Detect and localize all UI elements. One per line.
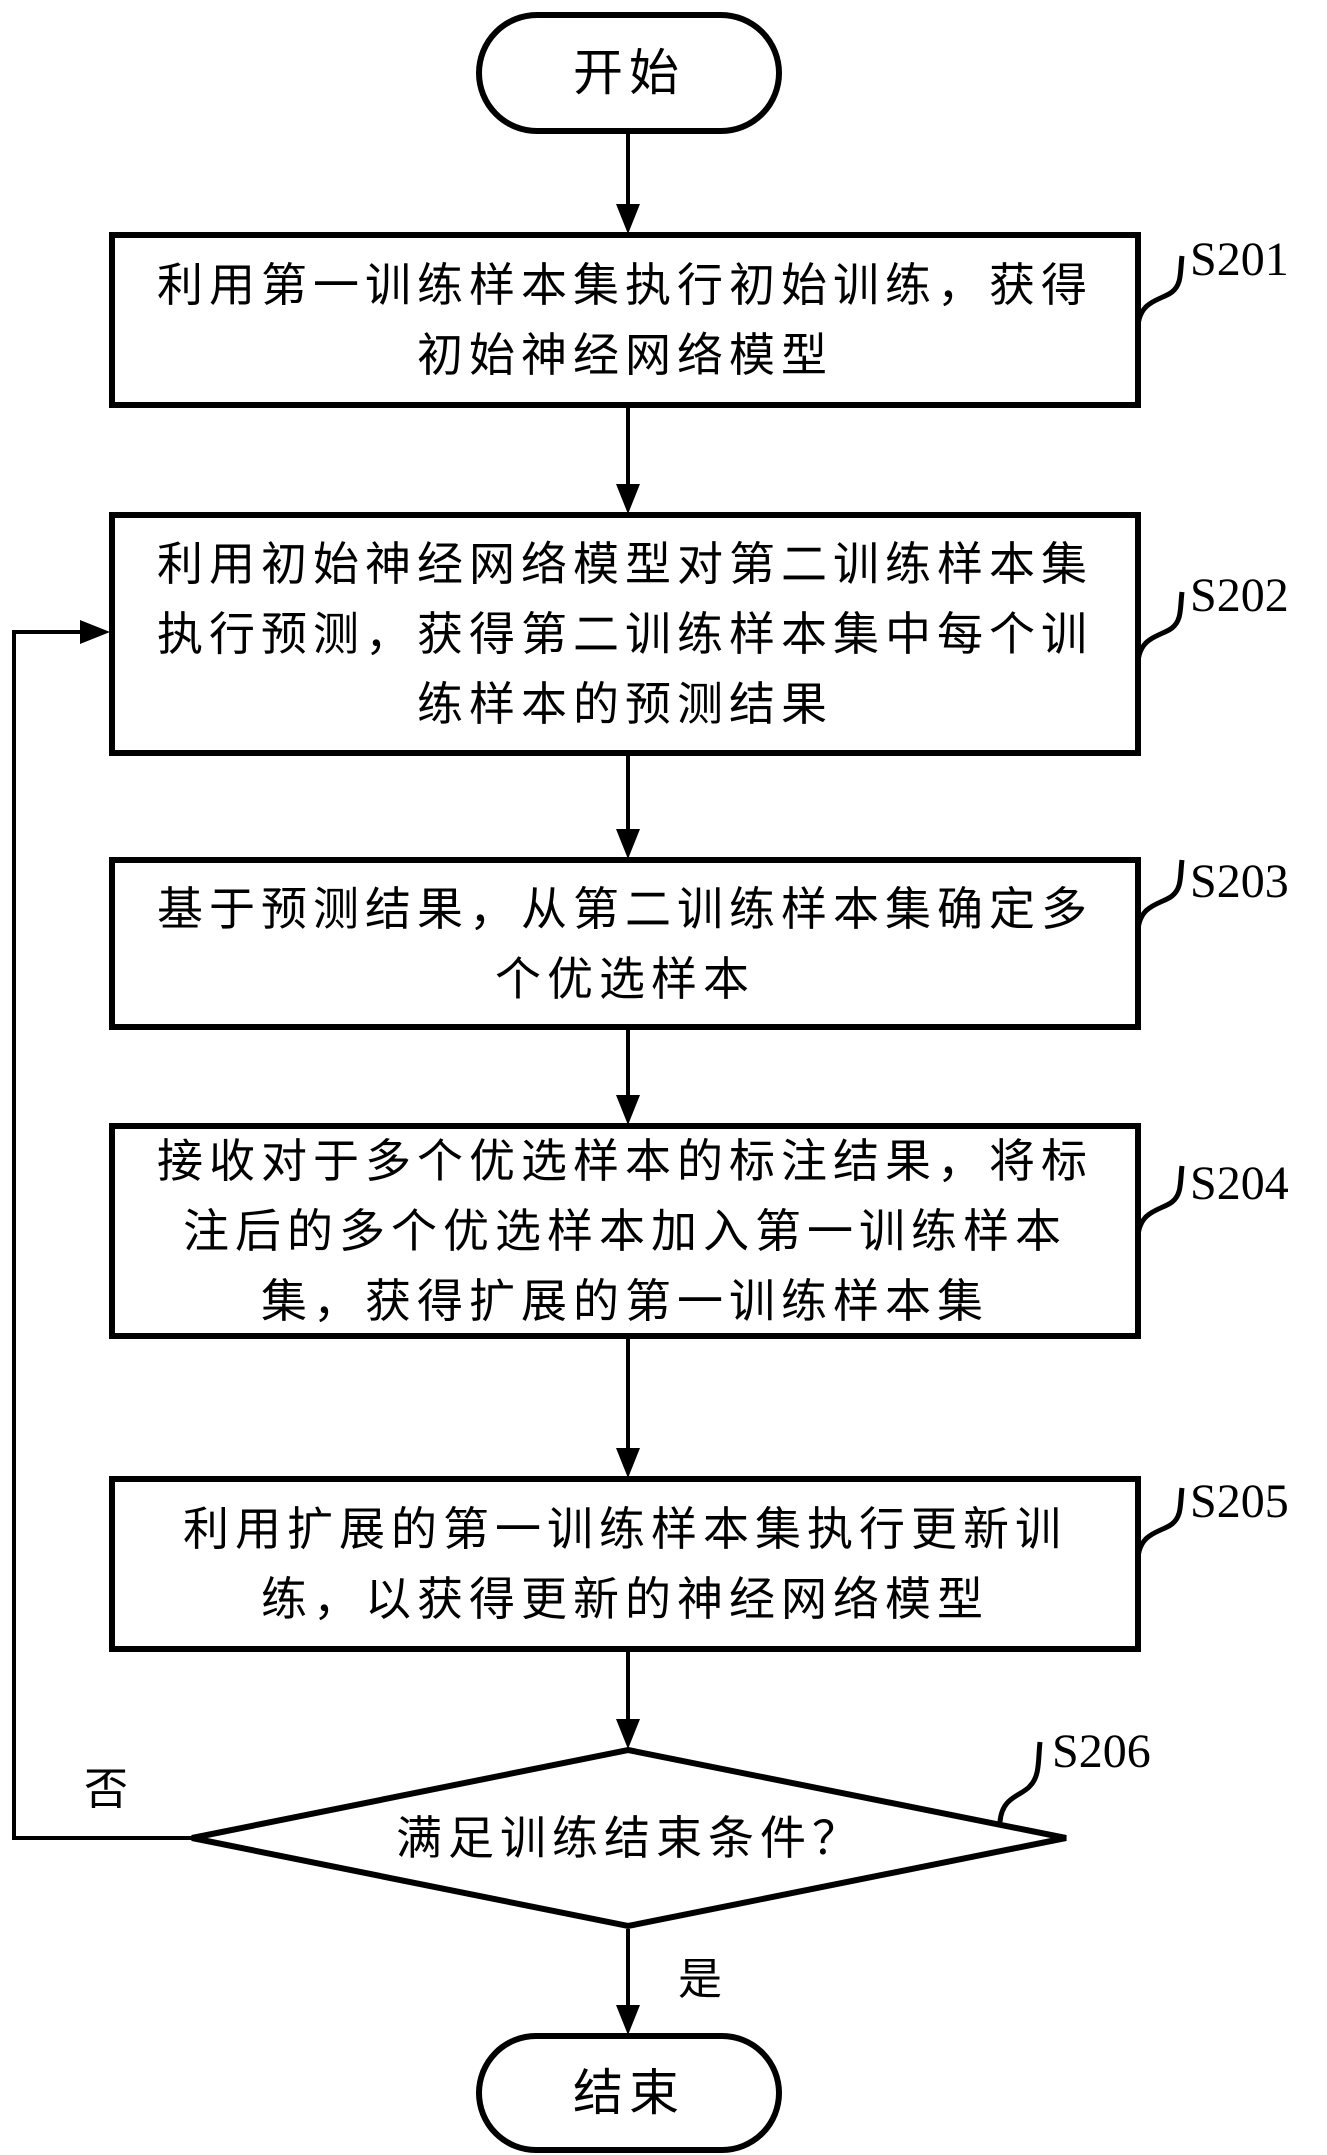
step-id-s201: S201 xyxy=(1190,233,1289,286)
step-id-s205: S205 xyxy=(1190,1475,1289,1528)
loop-back-line xyxy=(12,630,192,1840)
step-text-s202: 利用初始神经网络模型对第二训练样本集执行预测，获得第二训练样本集中每个训练样本的… xyxy=(157,537,1093,731)
step-id-s204: S204 xyxy=(1190,1157,1289,1210)
step-text-s203: 基于预测结果，从第二训练样本集确定多个优选样本 xyxy=(157,881,1093,1006)
leader-s205 xyxy=(1135,1487,1185,1559)
end-label: 结束 xyxy=(573,2064,685,2122)
step-box-s202 xyxy=(109,512,1141,756)
branch-yes-label: 是 xyxy=(678,1954,722,2005)
step-text-s205: 利用扩展的第一训练样本集执行更新训练，以获得更新的神经网络模型 xyxy=(183,1502,1067,1626)
step-text-s201: 利用第一训练样本集执行初始训练，获得初始神经网络模型 xyxy=(157,258,1093,382)
step-box-s204 xyxy=(109,1123,1141,1339)
step-box-s201 xyxy=(109,232,1141,408)
leader-s202 xyxy=(1135,591,1185,663)
step-text-s204: 接收对于多个优选样本的标注结果，将标注后的多个优选样本加入第一训练样本集，获得扩… xyxy=(157,1134,1093,1328)
leader-s201 xyxy=(1135,255,1185,327)
leader-s204 xyxy=(1135,1165,1185,1237)
step-box-s205 xyxy=(109,1476,1141,1652)
step-id-s202: S202 xyxy=(1190,569,1289,622)
leader-s206 xyxy=(997,1741,1043,1823)
step-id-s206: S206 xyxy=(1052,1725,1151,1778)
end-terminal xyxy=(476,2033,782,2153)
decision-diamond xyxy=(191,1746,1067,1930)
arrowheads xyxy=(80,204,640,2035)
start-label: 开始 xyxy=(573,44,685,102)
decision-text: 满足训练结束条件？ xyxy=(396,1811,864,1865)
start-terminal xyxy=(476,12,782,134)
leader-s203 xyxy=(1135,859,1185,931)
branch-no-label: 否 xyxy=(84,1764,128,1815)
step-id-s203: S203 xyxy=(1190,855,1289,908)
step-box-s203 xyxy=(109,857,1141,1030)
